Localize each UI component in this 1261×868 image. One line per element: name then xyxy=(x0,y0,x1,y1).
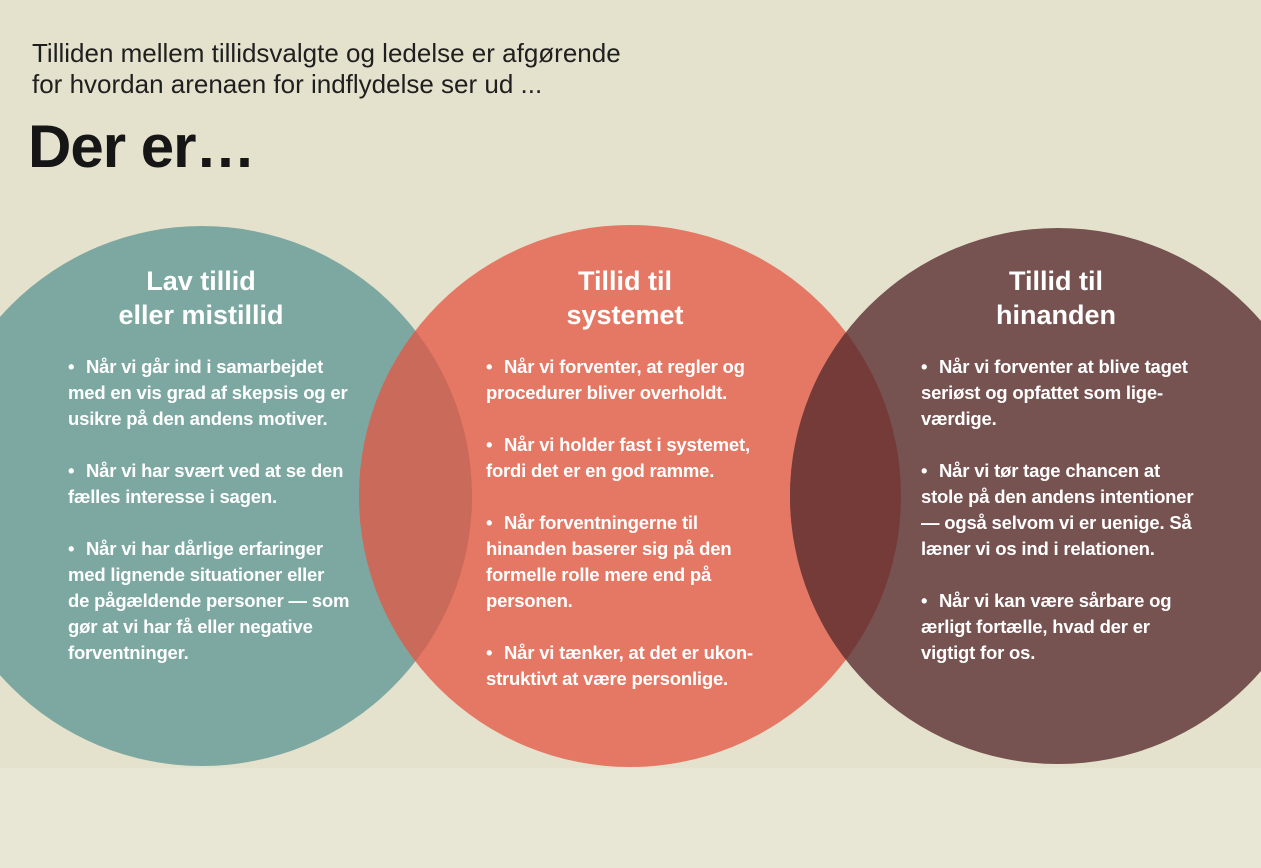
circle-title-system-trust: Tillid til systemet xyxy=(566,266,684,330)
circle-system-trust xyxy=(359,225,901,767)
bullet-icon: • xyxy=(921,590,928,611)
circle-mutual-trust xyxy=(790,228,1261,764)
intro-line-2: for hvordan arenaen for indflydelse ser … xyxy=(32,69,543,99)
intro-line-1: Tilliden mellem tillidsvalgte og ledelse… xyxy=(32,38,621,68)
bullet-icon: • xyxy=(68,538,75,559)
list-item: •Når vi holder fast i systemet,fordi det… xyxy=(486,434,750,481)
bullet-icon: • xyxy=(921,460,928,481)
column-system-trust: Tillid til systemet •Når vi forventer, a… xyxy=(486,264,776,718)
bullet-icon: • xyxy=(486,642,493,663)
bullet-icon: • xyxy=(486,512,493,533)
page-title: Der er… xyxy=(28,113,255,180)
bottom-band xyxy=(0,768,1261,868)
circle-title-low-trust: Lav tillid eller mistillid xyxy=(118,266,284,330)
bullet-icon: • xyxy=(68,460,75,481)
intro-text: Tilliden mellem tillidsvalgte og ledelse… xyxy=(32,38,792,100)
circle-low-trust xyxy=(0,226,472,766)
column-low-trust: Lav tillid eller mistillid •Når vi går i… xyxy=(68,264,368,692)
list-item: •Når vi tænker, at det er ukon-struktivt… xyxy=(486,642,753,689)
bullet-icon: • xyxy=(486,434,493,455)
circle-title-mutual-trust: Tillid til hinanden xyxy=(996,266,1116,330)
bullet-icon: • xyxy=(68,356,75,377)
column-mutual-trust: Tillid til hinanden •Når vi forventer at… xyxy=(921,264,1211,692)
bullet-icon: • xyxy=(486,356,493,377)
bullet-icon: • xyxy=(921,356,928,377)
